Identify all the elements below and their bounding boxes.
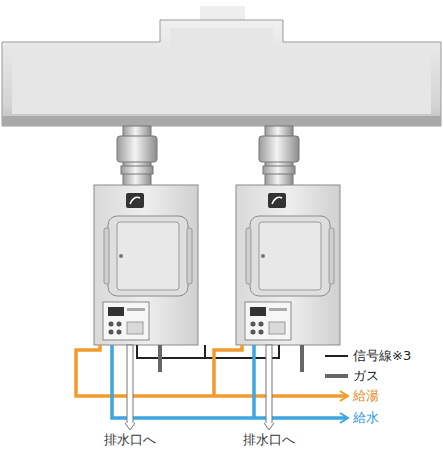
drain-label: 排水口へ [103,432,157,448]
drain-label: 排水口へ [242,432,296,448]
gas-label: ガス [352,368,380,384]
hot-water-label: 給湯 [352,388,380,404]
cold-water-label: 給水 [352,410,380,426]
signal-line-label: 信号線※3 [352,348,412,364]
